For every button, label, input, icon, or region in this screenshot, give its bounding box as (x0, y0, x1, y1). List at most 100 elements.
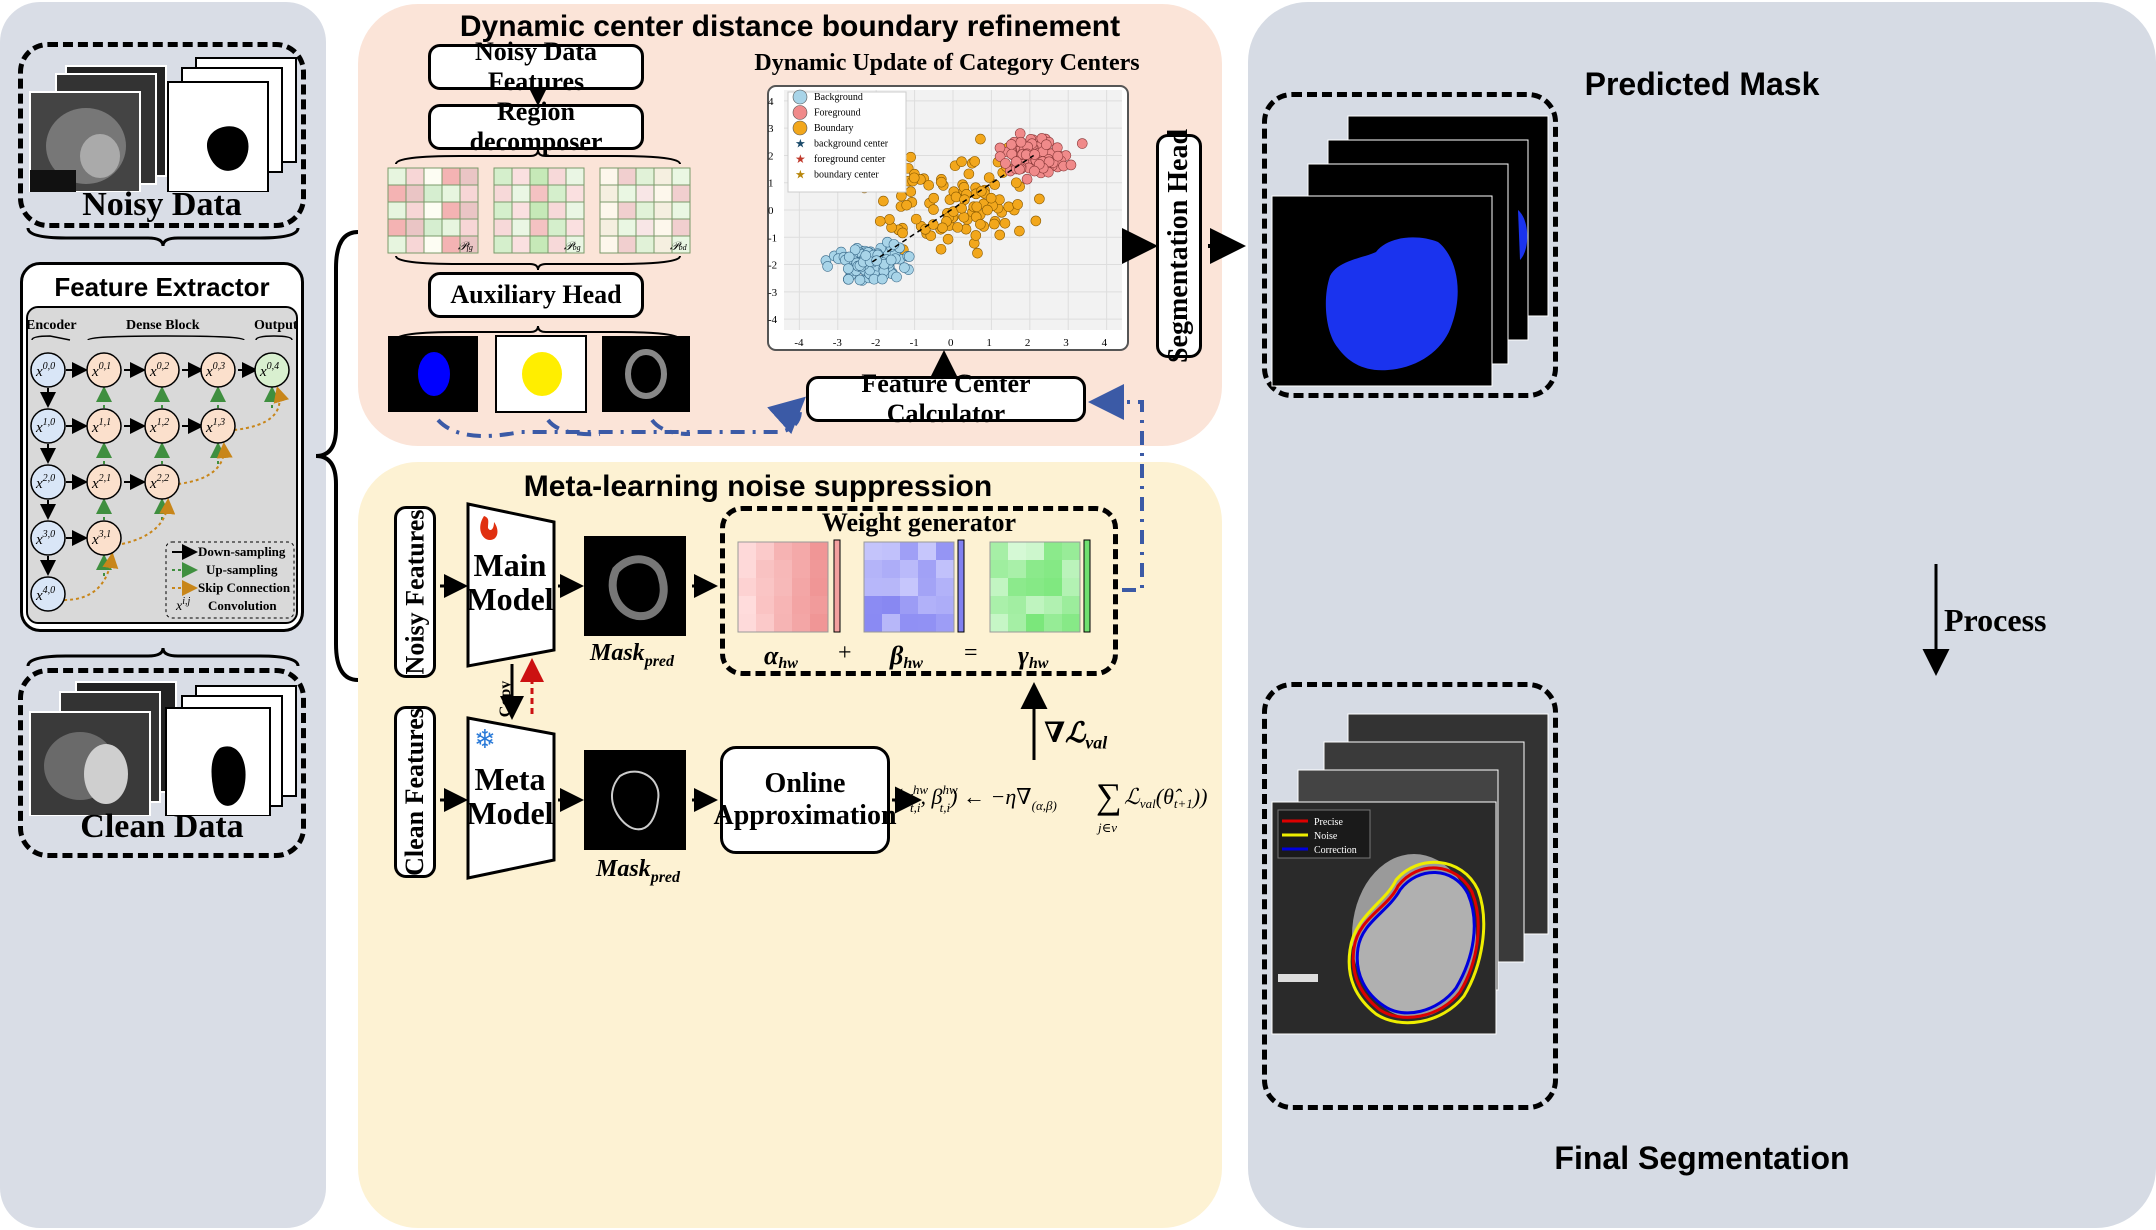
legend-up: Up-sampling (206, 562, 278, 577)
node-x0-4 (254, 352, 290, 388)
background-point (843, 274, 854, 285)
boundary-point (1030, 215, 1042, 227)
boundary-point (1014, 225, 1025, 237)
svg-text:∑: ∑ (1096, 776, 1122, 816)
foreground-point (1065, 159, 1077, 171)
boundary-point (970, 230, 982, 241)
background-point (843, 251, 855, 263)
svg-text:-2: -2 (768, 260, 777, 272)
top-panel-title: Dynamic center distance boundary refinem… (459, 10, 1121, 43)
scatter-plot-title: Dynamic Update of Category Centers (754, 50, 1140, 76)
boundary-point (975, 133, 986, 145)
boundary-point (1010, 177, 1022, 189)
boundary-point (942, 233, 954, 245)
node-x2-1 (86, 464, 122, 500)
auxiliary-head-box: Auxiliary Head (428, 272, 644, 318)
svg-text:0: 0 (768, 205, 774, 217)
boundary-point (956, 202, 967, 214)
node-x0-3 (200, 352, 236, 388)
svg-text:𝒫bd: 𝒫bd (670, 239, 688, 253)
plot-legend-item: Foreground (814, 108, 861, 119)
bottom-panel-title: Meta-learning noise suppression (523, 470, 993, 503)
svg-text:3: 3 (1063, 337, 1069, 349)
plot-legend-item: Background (814, 92, 863, 103)
svg-text:-2: -2 (871, 337, 880, 349)
svg-text:-3: -3 (768, 287, 778, 299)
svg-text:𝒫bg: 𝒫bg (564, 239, 581, 253)
node-x0-0 (30, 352, 66, 388)
background-point (876, 273, 888, 285)
plot-legend-item: background center (814, 139, 889, 150)
noisy-data-box (18, 42, 306, 228)
background-point (903, 251, 915, 262)
feature-extractor-title: Feature Extractor (54, 272, 270, 302)
boundary-point (982, 204, 993, 216)
output-label: Output (254, 318, 298, 333)
boundary-point (956, 156, 967, 167)
node-x3-1 (86, 520, 122, 556)
legend-down: Down-sampling (198, 544, 286, 559)
boundary-point (985, 192, 997, 204)
svg-text:★: ★ (795, 137, 806, 151)
clean-data-brace (26, 647, 300, 667)
noisy-features-box: Noisy Features (394, 506, 436, 678)
node-x4-0 (30, 576, 66, 612)
boundary-point (923, 179, 935, 191)
node-x2-0 (30, 464, 66, 500)
process-label: Process (1944, 602, 2047, 638)
node-x1-3 (200, 408, 236, 444)
foreground-point (1052, 150, 1064, 162)
background-point (871, 255, 882, 267)
main-meta-model-graphics: ❄ (440, 502, 718, 880)
svg-text:1: 1 (768, 178, 774, 190)
node-x2-2 (144, 464, 180, 500)
foreground-point (1041, 139, 1052, 150)
gradient-label: ∇ℒval (1044, 718, 1108, 753)
foreground-point (1021, 173, 1033, 185)
node-x1-0 (30, 408, 66, 444)
final-legend-precise: Precise (1314, 817, 1343, 828)
svg-text:3: 3 (768, 123, 774, 135)
background-point (854, 274, 866, 286)
background-point (899, 262, 910, 273)
noisy-data-label: Noisy Data (82, 186, 242, 223)
svg-text:1: 1 (986, 337, 992, 349)
svg-text:0: 0 (948, 337, 954, 349)
node-x1-1 (86, 408, 122, 444)
mask-pred-top-label: Maskpred (590, 640, 675, 670)
svg-text:j∈v: j∈v (1096, 820, 1117, 835)
foreground-point (1029, 165, 1040, 177)
svg-text:-4: -4 (768, 314, 778, 326)
final-legend-noise: Noise (1314, 831, 1338, 842)
foreground-point (1015, 136, 1027, 148)
boundary-point (963, 168, 975, 180)
boundary-point (971, 201, 983, 213)
boundary-point (972, 247, 983, 259)
boundary-point (937, 222, 948, 234)
boundary-point (936, 176, 947, 188)
background-point (842, 263, 854, 275)
svg-text:4: 4 (768, 96, 774, 108)
svg-text:4: 4 (1102, 337, 1108, 349)
svg-text:ℒval(θ̂t+1)): ℒval(θ̂t+1)) (1124, 784, 1207, 811)
svg-text:-1: -1 (768, 232, 777, 244)
plot-legend-item: boundary center (814, 170, 879, 181)
node-x1-2 (144, 408, 180, 444)
noisy-data-image-stack (29, 57, 297, 192)
weight-generator-box (720, 506, 1118, 676)
node-x0-2 (144, 352, 180, 388)
svg-text:𝒫fg: 𝒫fg (458, 239, 473, 253)
clean-data-label: Clean Data (80, 808, 244, 845)
clean-data-box (18, 668, 306, 858)
foreground-point (1000, 158, 1011, 169)
boundary-point (975, 218, 986, 230)
svg-text:★: ★ (795, 168, 806, 182)
dense-block-label: Dense Block (126, 318, 200, 333)
node-x0-1 (86, 352, 122, 388)
